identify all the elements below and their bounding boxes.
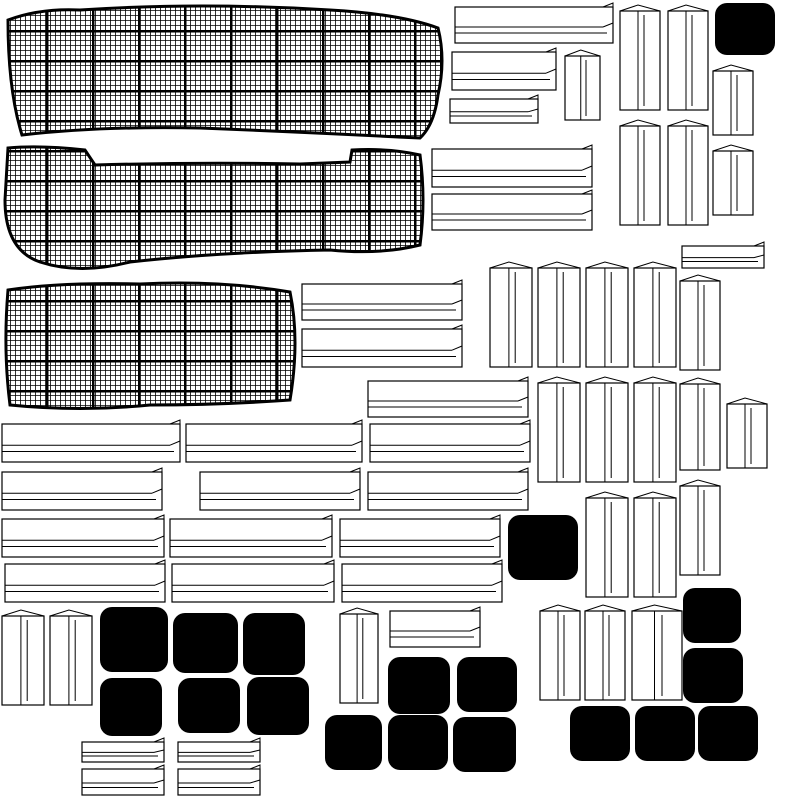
strip-island <box>367 467 529 511</box>
solid-island <box>243 613 305 675</box>
strip-island <box>667 119 709 226</box>
strip-island <box>619 4 661 111</box>
mesh-island <box>3 145 425 270</box>
solid-island <box>325 715 382 770</box>
strip-island <box>4 559 166 603</box>
strip-island <box>564 49 601 121</box>
strip-island <box>49 609 93 706</box>
strip-island <box>1 419 181 463</box>
strip-island <box>619 119 661 226</box>
strip-island <box>369 419 531 463</box>
solid-islands <box>100 3 775 772</box>
strip-island <box>681 241 765 269</box>
strip-island <box>339 607 379 704</box>
strip-island <box>585 376 629 483</box>
strip-island <box>339 514 501 558</box>
strip-island <box>537 376 581 483</box>
strip-island <box>726 397 768 469</box>
solid-island <box>570 706 630 761</box>
strip-island <box>1 514 165 558</box>
solid-island <box>100 678 162 736</box>
strip-island <box>1 609 45 706</box>
solid-island <box>683 588 741 643</box>
solid-island <box>388 657 450 714</box>
strip-island <box>451 47 557 91</box>
vertical-strip-islands <box>1 4 768 706</box>
strip-island <box>489 261 533 368</box>
strip-island <box>431 189 593 231</box>
solid-island <box>715 3 775 55</box>
strip-island <box>169 514 333 558</box>
strip-island <box>367 376 529 418</box>
strip-island <box>171 559 335 603</box>
strip-island <box>584 604 626 701</box>
strip-island <box>633 491 677 598</box>
strip-island <box>679 377 721 471</box>
solid-island <box>247 677 309 735</box>
strip-island <box>81 737 165 763</box>
strip-island <box>631 604 683 701</box>
solid-island <box>683 648 743 703</box>
horizontal-strip-islands <box>1 2 765 796</box>
strip-island <box>1 467 163 511</box>
solid-island <box>635 706 695 761</box>
solid-island <box>698 706 758 761</box>
strip-island <box>585 491 629 598</box>
strip-island <box>712 144 754 216</box>
strip-island <box>454 2 614 44</box>
strip-island <box>177 764 261 796</box>
strip-island <box>633 261 677 368</box>
strip-island <box>679 479 721 576</box>
solid-island <box>100 607 168 672</box>
strip-island <box>389 606 481 648</box>
strip-island <box>633 376 677 483</box>
solid-island <box>178 678 240 733</box>
strip-island <box>537 261 581 368</box>
strip-island <box>431 144 593 188</box>
strip-island <box>199 467 361 511</box>
solid-island <box>508 515 578 580</box>
strip-island <box>712 64 754 136</box>
strip-island <box>341 559 503 603</box>
strip-island <box>585 261 629 368</box>
strip-island <box>185 419 363 463</box>
mesh-island <box>4 281 297 410</box>
strip-island <box>679 274 721 371</box>
dense-mesh-islands <box>3 4 444 410</box>
strip-island <box>301 324 463 368</box>
solid-island <box>173 613 238 673</box>
solid-island <box>388 715 448 770</box>
strip-island <box>301 279 463 321</box>
solid-island <box>457 657 517 712</box>
strip-island <box>539 604 581 701</box>
strip-island <box>667 4 709 111</box>
strip-island <box>449 94 539 124</box>
solid-island <box>453 717 516 772</box>
mesh-island <box>6 4 444 140</box>
strip-island <box>81 764 165 796</box>
strip-island <box>177 737 261 763</box>
